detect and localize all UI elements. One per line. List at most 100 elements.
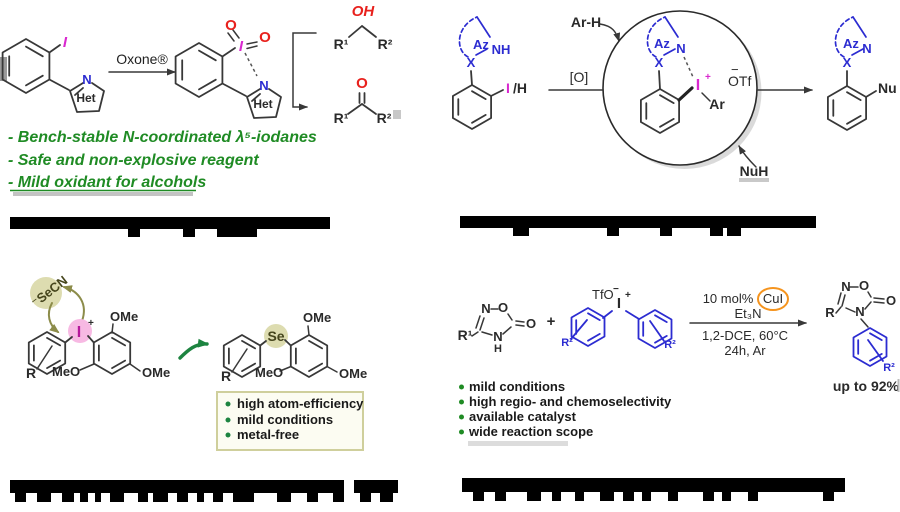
diaryliodonium-triflate: TfO − I + R² R² [561,284,676,351]
selenium-highlight-circle [264,324,288,348]
n-label: N [676,41,685,56]
ring-bonds [835,286,885,328]
minus-charge: − [613,284,619,295]
curved-arrow-to-secn [62,285,85,322]
curved-arrow [738,145,757,168]
nuh-input: NuH [738,145,769,182]
meo-label: MeO [52,364,80,379]
feature-item: - Bench-stable N-coordinated λ⁵-iodanes [8,129,317,146]
plus-charge: + [705,72,711,83]
feature-item: - Mild oxidant for alcohols [8,174,206,191]
benzene-ring [174,42,224,98]
ketone-bonds [347,92,377,115]
product-iodane: O O I N Het [174,17,282,119]
variable-position-slash [36,345,53,370]
selenium-label: Se [267,328,284,344]
reaction-arrow-green [178,338,209,360]
r1-label: R¹ [458,327,473,343]
substrate-products: OH R¹ R² O R¹ R² [292,3,401,126]
ar-label: Ar [709,96,725,112]
iodine-label: I [63,34,68,51]
i-o-double-bonds [227,29,258,50]
iodine-cation-label: I [77,324,81,341]
r1-label: R¹ [334,110,349,126]
n-i-coordination-dash [683,56,694,78]
mediator-circle: Az N X I + Ar − OTf [602,10,762,169]
r2-label: R² [378,36,393,52]
bullet-dot [459,414,464,420]
plus-sign: + [547,313,556,330]
reactant-diaryliodonium: R I + OMe MeO OMe [26,309,170,381]
bullet-dot [225,432,231,438]
curved-arrow [599,23,621,42]
i-ar-bond [701,92,711,102]
bond-lines [470,70,504,97]
variable-position-slash [649,320,665,342]
h-label: H [494,343,502,355]
bullet-dot [459,384,464,390]
ome-label: OMe [339,366,367,381]
panel-a-scheme: I N Het Oxone® O O I N Het OH R¹ R² O [0,3,401,196]
az-label: Az [843,36,859,51]
loading-label: 10 mol% [703,291,754,306]
triflate-label: TfO [592,287,614,302]
iodine-highlight-circle [68,319,92,343]
catalyst-label: CuI [763,291,783,306]
iodine-label: I [617,295,621,312]
circle-outline [602,10,758,166]
plus-charge: + [88,318,94,329]
n-label: N [855,304,864,319]
curved-arrow-to-ring [47,302,60,334]
triflate-label: OTf [728,73,751,89]
feature-item: mild conditions [469,379,565,394]
edge-artifact [393,110,401,119]
feature-item: - Safe and non-explosive reagent [8,152,259,169]
base-label: Et₃N [735,306,762,321]
oxygen-label: O [225,17,237,34]
carbonyl-o-label: O [886,293,896,308]
box-outline [216,391,364,451]
conditions-arrow: 10 mol% CuI Et₃N 1,2-DCE, 60°C 24h, Ar [689,287,807,358]
bond-lines [64,335,95,344]
bond-lines [846,70,877,98]
r1-label: R¹ [334,36,349,52]
carbonyl-oxygen-label: O [356,75,368,92]
underline-shadow [13,192,193,196]
feature-list: - Bench-stable N-coordinated λ⁵-iodanes … [8,129,317,196]
o-label: O [498,300,508,315]
bullet-dot [225,417,231,423]
n-label: N [493,329,502,344]
trimethoxyphenyl-ring [289,334,329,378]
nh-label: NH [492,42,511,57]
arh-label: Ar-H [571,14,601,30]
panel-d-scheme: R¹ N O N H O + TfO − I + R² R² 10 mol% C… [458,278,900,446]
benzene-ring [451,84,493,130]
iodine-label: I [239,38,244,55]
benefit-item: metal-free [237,427,299,442]
solvent-label: 1,2-DCE, 60°C [702,328,788,343]
arh-input: Ar-H [571,14,621,42]
nitrogen-label: N [259,78,268,93]
bond-lines [259,339,292,347]
benzene-ring [1,38,51,94]
feature-item: high regio- and chemoselectivity [469,394,672,409]
i-n-coordination-dash [244,52,258,77]
iodine-label: I [506,80,510,96]
alcohol-bonds [348,25,377,38]
x-label: X [467,55,476,70]
oxidation-arrow: [O] [548,69,603,91]
minus-charge: − [731,62,739,77]
yield-label: up to 92% [833,378,900,394]
oxidant-label: [O] [570,69,589,85]
hydroxyl-label: OH [352,3,376,20]
az-label: Az [654,36,670,51]
bond-lines [48,44,70,91]
variable-position-slash [867,339,884,362]
methoxy-bonds [279,325,338,373]
benefit-item: mild conditions [237,412,333,427]
feature-item: available catalyst [469,409,577,424]
oxygen-label: O [259,29,271,46]
ome-label: OMe [142,365,170,380]
het-label: Het [253,97,272,111]
